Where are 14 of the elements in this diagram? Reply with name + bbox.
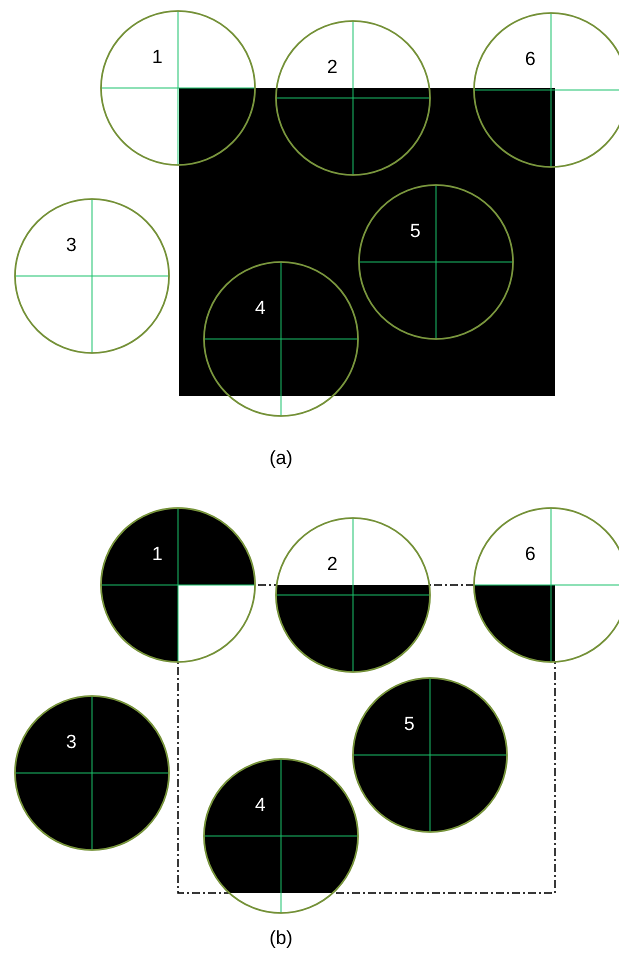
- circle-number: 3: [66, 733, 77, 753]
- circle-number: 4: [255, 299, 266, 319]
- panel-caption: (a): [269, 448, 293, 470]
- circle-number: 5: [404, 715, 415, 735]
- circle-number: 1: [152, 48, 163, 68]
- circle-number: 2: [327, 58, 338, 78]
- circle-number: 5: [410, 222, 421, 242]
- circle-number: 2: [327, 555, 338, 575]
- panel-caption: (b): [269, 928, 293, 950]
- circle-number: 6: [525, 50, 536, 70]
- circle-number: 1: [152, 545, 163, 565]
- circle-number: 3: [66, 236, 77, 256]
- circle-number: 4: [255, 796, 266, 816]
- circle-number: 6: [525, 545, 536, 565]
